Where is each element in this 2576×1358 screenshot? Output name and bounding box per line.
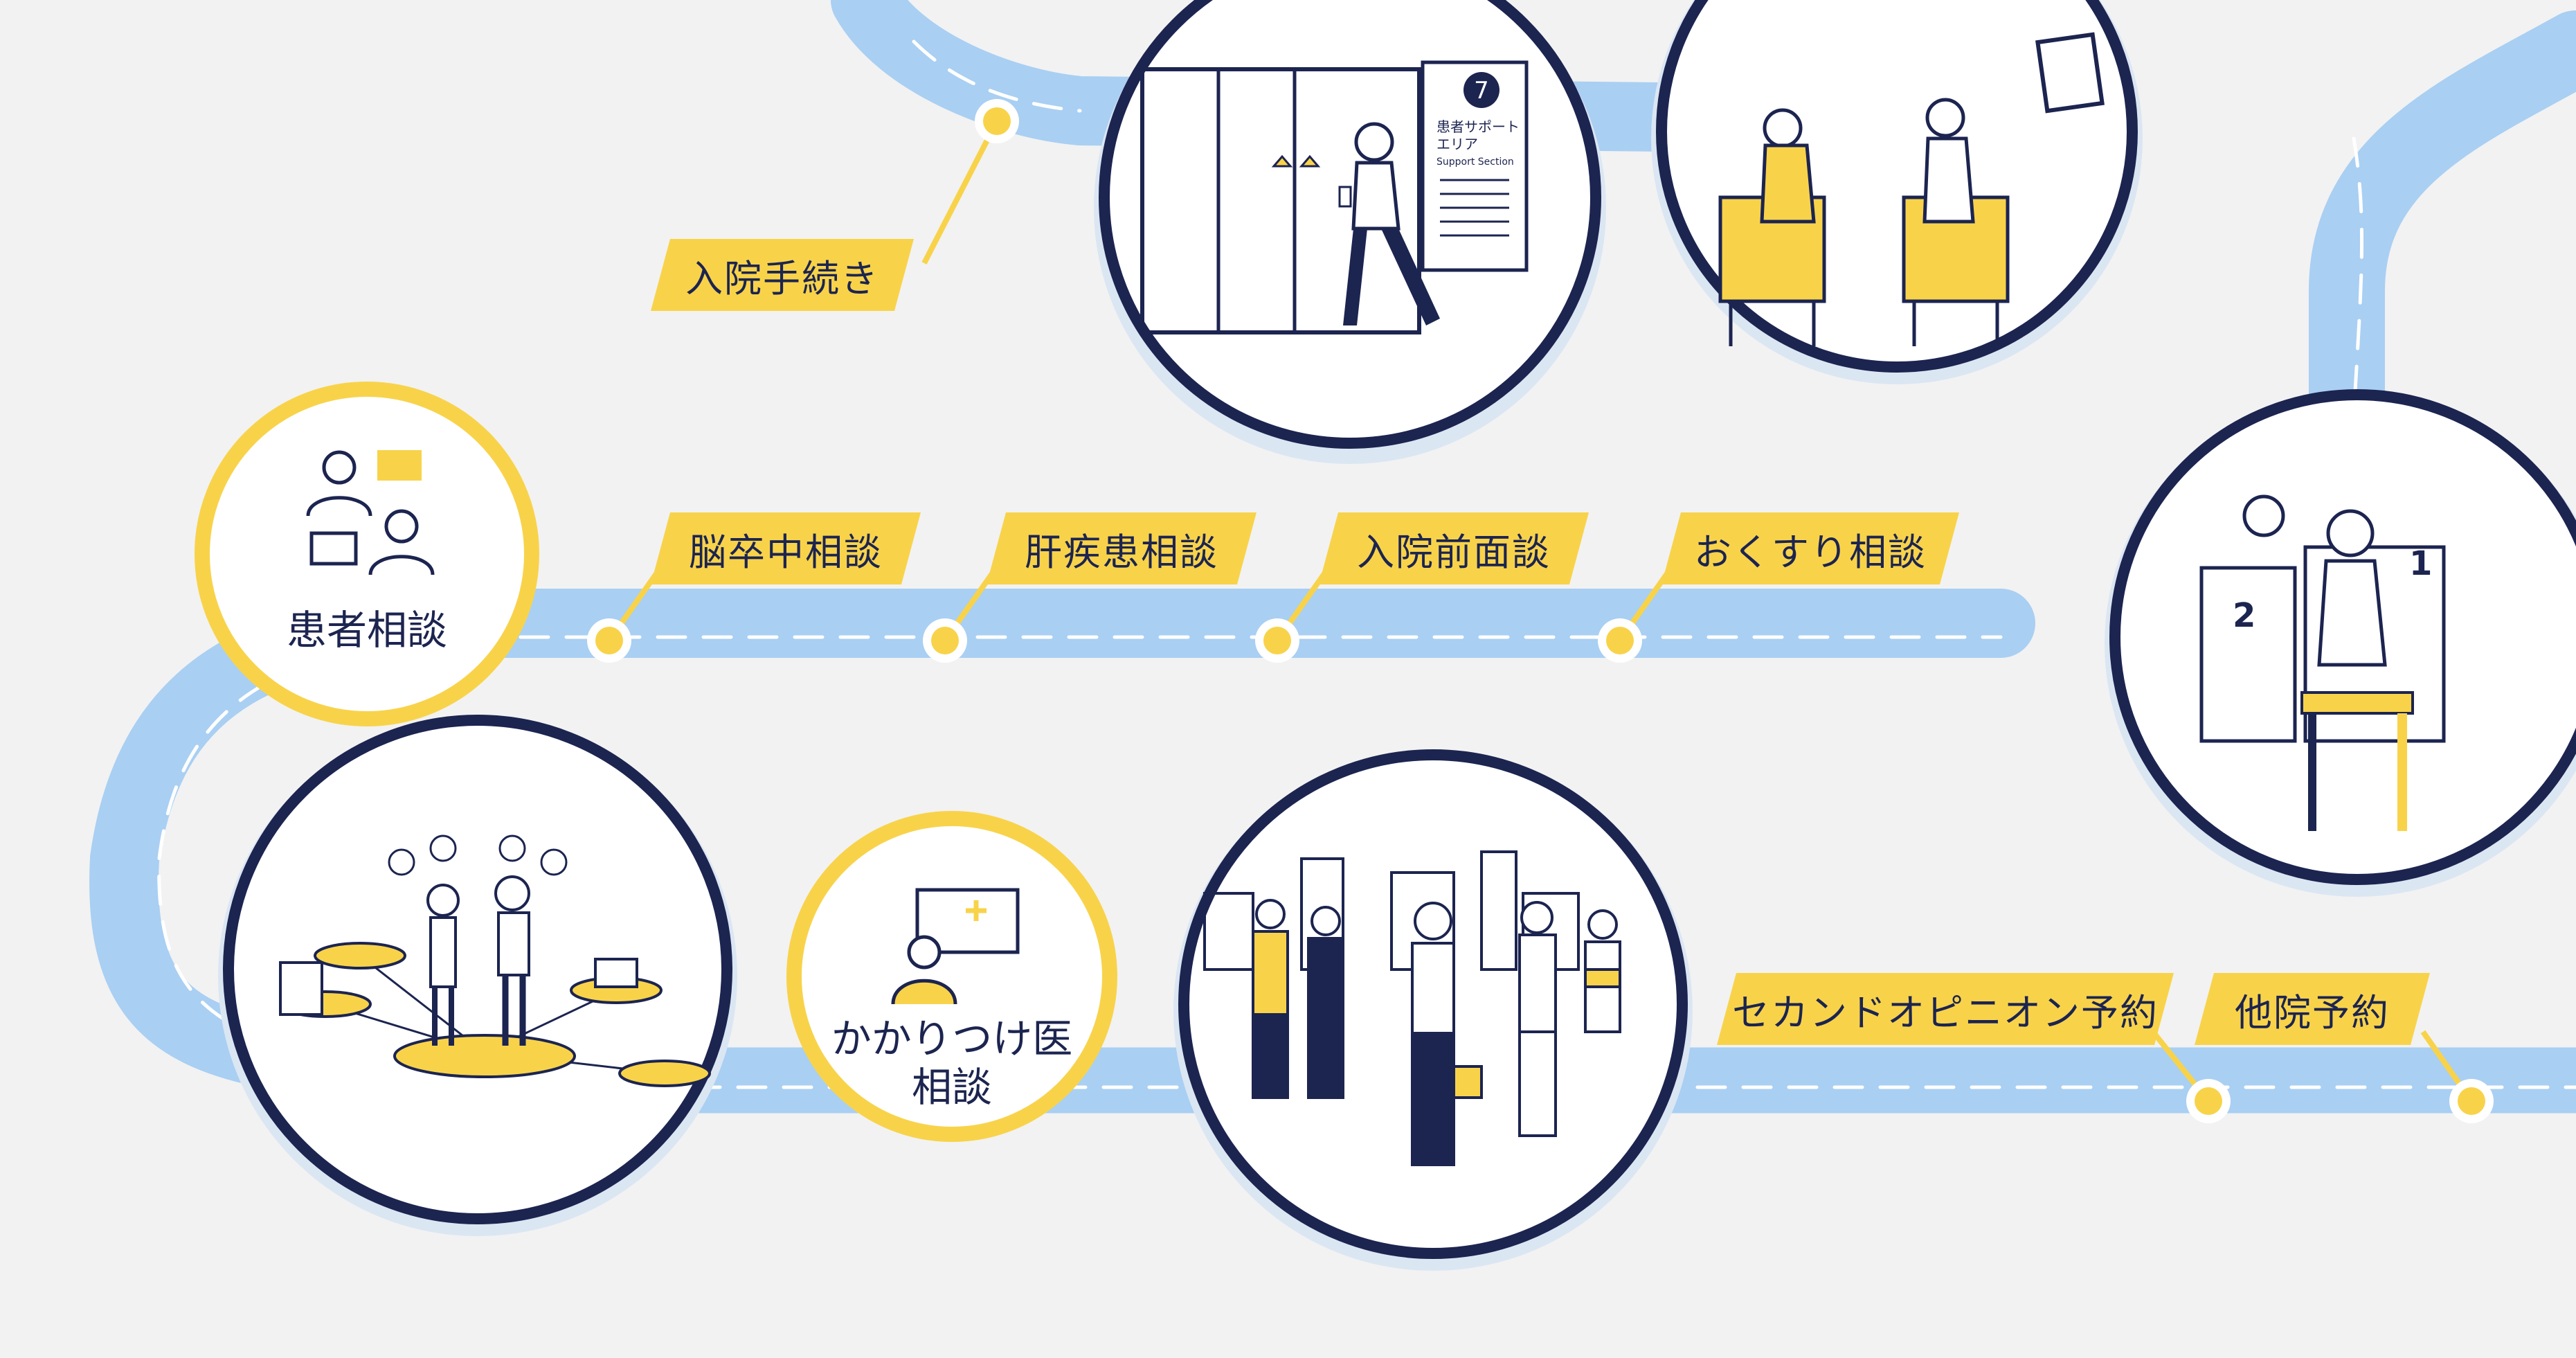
door-sign-sub: エリア: [1436, 136, 1478, 152]
tag-medicine-consult[interactable]: おくすり相談: [1661, 512, 1959, 584]
illustration-care-network: [218, 715, 737, 1236]
tag-admission-procedure[interactable]: 入院手続き: [651, 239, 914, 311]
illustration-consultation-booth: 2 1: [2105, 389, 2576, 897]
door-sign-en: Support Section: [1436, 157, 1514, 168]
door-sign-circle: [1463, 72, 1499, 108]
marker-pre-admission: [1255, 618, 1299, 663]
marker-liver: [923, 618, 967, 663]
marker-stroke: [587, 618, 631, 663]
tag-admission-procedure-label: 入院手続き: [685, 256, 879, 301]
marker-medicine: [1598, 618, 1642, 663]
tag-stroke-consult-label: 脳卒中相談: [689, 530, 883, 574]
tag-pre-admission-interview-label: 入院前面談: [1357, 530, 1551, 574]
tag-second-opinion[interactable]: セカンドオピニオン予約: [1717, 973, 2174, 1045]
tag-second-opinion-label: セカンドオピニオン予約: [1732, 990, 2159, 1035]
tag-stroke-consult[interactable]: 脳卒中相談: [651, 512, 921, 584]
badge-family-doctor-line2: 相談: [912, 1064, 992, 1111]
door-sign-title: 患者サポート: [1436, 118, 1520, 135]
door-sign-number: 7: [1474, 77, 1489, 105]
tag-medicine-consult-label: おくすり相談: [1694, 530, 1927, 574]
badge-patient-consult-label: 患者相談: [287, 607, 447, 654]
road-markers: [587, 99, 2494, 1123]
consult-people-icon: [306, 450, 435, 575]
tag-other-hospital[interactable]: 他院予約: [2195, 973, 2430, 1045]
tag-pre-admission-interview[interactable]: 入院前面談: [1319, 512, 1589, 584]
illustration-community: [1173, 749, 1693, 1271]
tag-other-hospital-label: 他院予約: [2235, 990, 2390, 1035]
illustration-waiting-room: [1651, 0, 2143, 384]
badge-patient-consult: 患者相談: [195, 382, 539, 726]
badge-family-doctor-line1: かかりつけ医: [831, 1015, 1073, 1062]
booth-number-1: 1: [2409, 544, 2432, 583]
badge-family-doctor: かかりつけ医 相談: [786, 811, 1117, 1142]
tag-liver-consult-label: 肝疾患相談: [1025, 530, 1218, 574]
family-doctor-icon: [891, 888, 1020, 1005]
tag-liver-consult[interactable]: 肝疾患相談: [987, 512, 1257, 584]
illustration-entrance: 7 患者サポート エリア Support Section: [1094, 0, 1606, 464]
booth-number-2: 2: [2233, 596, 2255, 635]
marker-second-opinion: [2186, 1079, 2231, 1123]
marker-admission: [975, 99, 1019, 143]
marker-other-hospital: [2449, 1079, 2494, 1123]
